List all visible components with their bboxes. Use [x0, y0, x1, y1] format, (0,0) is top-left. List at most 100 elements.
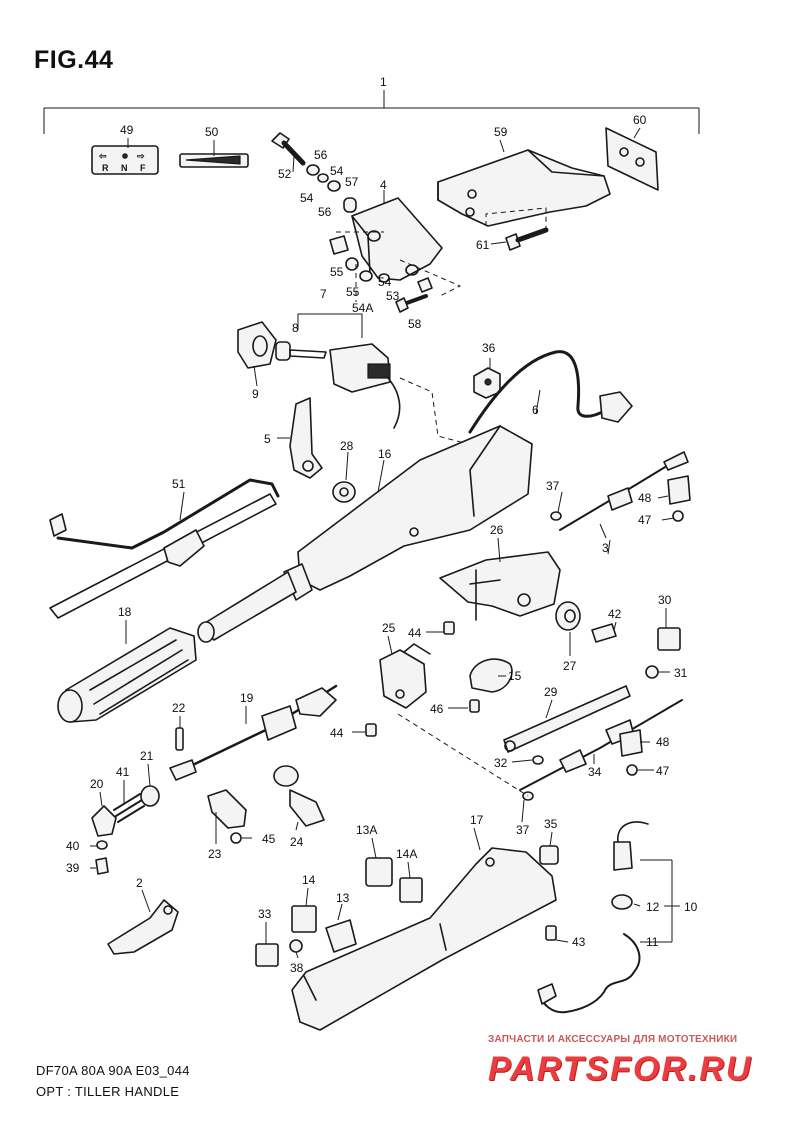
callout-33: 33 — [258, 907, 272, 921]
screw-47-upper — [672, 510, 684, 522]
key-8 — [275, 341, 327, 361]
callout-14: 14 — [302, 873, 316, 887]
callout-32: 32 — [494, 756, 508, 770]
dashed-guide-link — [397, 713, 529, 797]
figure-title: FIG.44 — [34, 46, 114, 74]
upper-bracket-4 — [351, 197, 443, 281]
clip-33 — [255, 943, 279, 967]
leader-lines — [90, 127, 680, 959]
screw-44-upper — [443, 621, 455, 635]
clip-37-upper — [550, 511, 562, 521]
switch-cap-9 — [237, 321, 277, 369]
stop-switch-cable-6 — [468, 350, 633, 434]
callout-54c: 54 — [378, 275, 392, 289]
callout-54b: 54 — [300, 191, 314, 205]
screw-46 — [469, 699, 480, 713]
callout-54d: 54A — [352, 301, 373, 315]
shift-right-arrow: ⇨ — [137, 151, 145, 161]
callout-56b: 56 — [318, 205, 332, 219]
callout-53: 53 — [386, 289, 400, 303]
callout-4: 4 — [380, 178, 387, 192]
callout-21: 21 — [140, 749, 154, 763]
stop-switch-10 — [613, 841, 633, 871]
dashed-guide-switch — [399, 377, 469, 445]
callout-labels: 1 49 50 59 60 56 52 54 57 4 54 56 61 55 … — [66, 75, 698, 975]
handle-bracket-17 — [291, 847, 557, 1031]
callout-31: 31 — [674, 666, 688, 680]
callout-57: 57 — [345, 175, 359, 189]
dashed-guide-bracket — [336, 231, 462, 302]
shift-letter-f: F — [140, 163, 146, 173]
link-2 — [107, 899, 179, 955]
bolt-61 — [505, 227, 549, 251]
callout-49: 49 — [120, 123, 134, 137]
lever-plate-29 — [503, 685, 631, 753]
screw-43 — [545, 925, 557, 941]
watermark-logo: PARTSFOR.RU — [488, 1050, 753, 1088]
callout-11: 11 — [646, 935, 659, 949]
dashed-guide-cover — [485, 207, 547, 230]
callout-42: 42 — [608, 607, 622, 621]
callout-15: 15 — [508, 669, 522, 683]
shift-letter-n: N — [121, 163, 128, 173]
friction-parts-20-21-41 — [91, 785, 160, 875]
callout-51: 51 — [172, 477, 186, 491]
callout-10: 10 — [684, 900, 698, 914]
callout-16: 16 — [378, 447, 392, 461]
callout-41: 41 — [116, 765, 130, 779]
callout-47b: 47 — [656, 764, 670, 778]
throttle-cable-3 — [559, 451, 689, 531]
clip-32 — [532, 755, 544, 765]
callout-61: 61 — [476, 238, 490, 252]
pin-22 — [175, 727, 184, 751]
callout-52: 52 — [278, 167, 292, 181]
ball-31 — [645, 665, 659, 679]
callout-37a: 37 — [546, 479, 560, 493]
screw-38 — [289, 939, 303, 953]
callout-36: 36 — [482, 341, 496, 355]
nut-53-bolt-58 — [395, 277, 433, 313]
callout-2: 2 — [136, 876, 143, 890]
switch-13 — [325, 919, 357, 953]
callout-58: 58 — [408, 317, 422, 331]
model-caption: DF70A 80A 90A E03_044 — [36, 1063, 190, 1078]
throttle-grip-18 — [57, 627, 197, 723]
shift-indicator-plate: ⇦ ⇨ R N F — [91, 145, 159, 175]
clamp-23 — [207, 789, 247, 844]
callout-19: 19 — [240, 691, 254, 705]
bushings-55 — [329, 235, 390, 283]
cap-35 — [539, 845, 559, 865]
callout-25: 25 — [382, 621, 396, 635]
tiller-handle-body-16 — [197, 425, 533, 643]
bracket-48-lower — [619, 729, 643, 757]
callout-38: 38 — [290, 961, 304, 975]
bracket-25 — [379, 643, 431, 709]
option-caption: OPT : TILLER HANDLE — [36, 1084, 180, 1099]
throttle-rod-51 — [49, 478, 280, 619]
switch-wire-10 — [617, 821, 649, 843]
callout-55a: 55 — [330, 265, 344, 279]
callout-28: 28 — [340, 439, 354, 453]
leader-bracket-7 — [297, 313, 363, 338]
callout-1: 1 — [380, 75, 387, 89]
plate-60 — [605, 127, 659, 191]
shift-letter-r: R — [102, 163, 109, 173]
callout-20: 20 — [90, 777, 104, 791]
bolt-52-stack — [271, 132, 357, 213]
callout-39: 39 — [66, 861, 80, 875]
cover-59 — [437, 149, 611, 227]
clip-24 — [273, 765, 325, 827]
ignition-switch-7 — [329, 343, 401, 429]
screw-47-lower — [626, 764, 638, 776]
callout-14a: 14A — [396, 847, 417, 861]
callout-56a: 56 — [314, 148, 328, 162]
callout-34: 34 — [588, 765, 602, 779]
plate-14a — [399, 877, 423, 903]
callout-48b: 48 — [656, 735, 670, 749]
callout-3: 3 — [602, 541, 609, 555]
lever-5 — [289, 397, 323, 479]
callout-40: 40 — [66, 839, 80, 853]
callout-30: 30 — [658, 593, 672, 607]
callout-60: 60 — [633, 113, 647, 127]
